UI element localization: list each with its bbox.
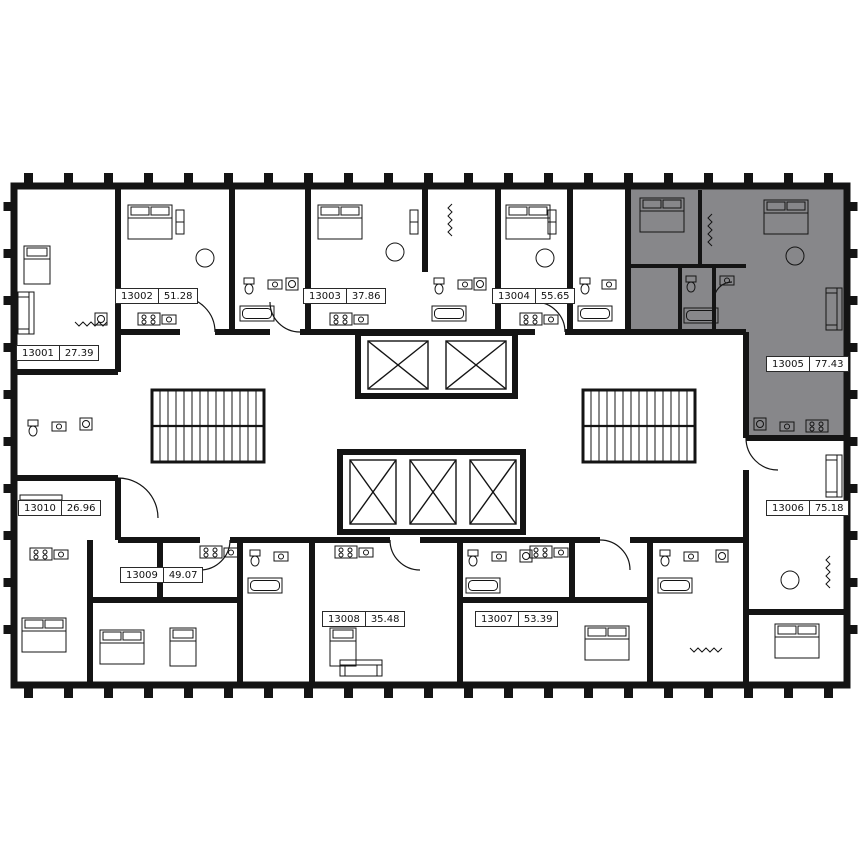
selected-unit-region-13005[interactable] xyxy=(628,186,847,438)
unit-id: 13006 xyxy=(772,502,804,514)
label-divider xyxy=(808,357,810,371)
unit-area: 77.43 xyxy=(814,358,844,370)
unit-area: 35.48 xyxy=(370,613,400,625)
elevator-core xyxy=(337,330,526,535)
unit-area: 75.18 xyxy=(814,502,844,514)
label-divider xyxy=(60,501,62,515)
stairs-left xyxy=(150,388,266,464)
unit-id: 13007 xyxy=(481,613,513,625)
unit-id: 13002 xyxy=(121,290,153,302)
unit-id: 13009 xyxy=(126,569,158,581)
elevator-cell xyxy=(367,340,507,390)
unit-label-13002[interactable]: 13002 51.28 xyxy=(115,288,199,304)
unit-id: 13008 xyxy=(328,613,360,625)
unit-id: 13001 xyxy=(22,347,54,359)
selected-unit-partitions xyxy=(628,190,746,332)
unit-label-13009[interactable]: 13009 49.07 xyxy=(120,567,204,583)
stairs-right xyxy=(581,388,697,464)
unit-id: 13004 xyxy=(498,290,530,302)
label-divider xyxy=(162,568,164,582)
unit-label-13008[interactable]: 13008 35.48 xyxy=(322,611,406,627)
unit-label-13007[interactable]: 13007 53.39 xyxy=(475,611,559,627)
door-arcs xyxy=(117,281,779,571)
unit-area: 55.65 xyxy=(540,290,570,302)
label-divider xyxy=(345,289,347,303)
unit-label-13001[interactable]: 13001 27.39 xyxy=(16,345,100,361)
unit-id: 13010 xyxy=(24,502,56,514)
unit-area: 26.96 xyxy=(66,502,96,514)
unit-area: 37.86 xyxy=(351,290,381,302)
elevator-cell xyxy=(349,459,517,525)
label-divider xyxy=(157,289,159,303)
unit-label-13010[interactable]: 13010 26.96 xyxy=(18,500,102,516)
unit-label-13005[interactable]: 13005 77.43 xyxy=(766,356,850,372)
label-divider xyxy=(517,612,519,626)
unit-label-13003[interactable]: 13003 37.86 xyxy=(303,288,387,304)
label-divider xyxy=(364,612,366,626)
label-divider xyxy=(58,346,60,360)
unit-area: 49.07 xyxy=(168,569,198,581)
facade-window-ticks xyxy=(3,173,858,698)
label-divider xyxy=(534,289,536,303)
label-divider xyxy=(808,501,810,515)
unit-id: 13005 xyxy=(772,358,804,370)
unit-area: 53.39 xyxy=(523,613,553,625)
unit-label-13006[interactable]: 13006 75.18 xyxy=(766,500,850,516)
unit-area: 51.28 xyxy=(163,290,193,302)
unit-label-13004[interactable]: 13004 55.65 xyxy=(492,288,576,304)
unit-area: 27.39 xyxy=(64,347,94,359)
unit-id: 13003 xyxy=(309,290,341,302)
